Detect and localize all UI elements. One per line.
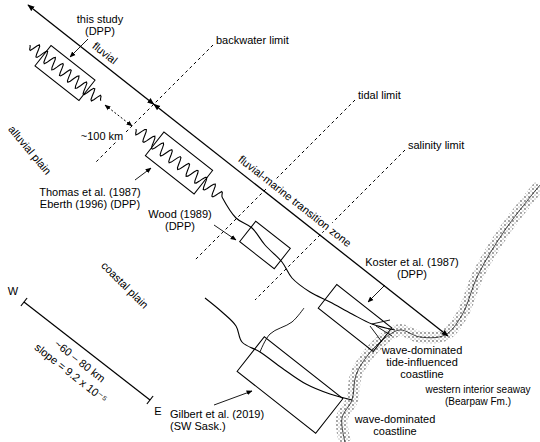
rivers [30,45,395,400]
fluvial-arrow [28,5,154,104]
distributary-channel [372,320,390,324]
leader-arrow [214,225,236,240]
transition-arrow [154,104,448,336]
zone-label: fluvial-marine transition zone [235,152,356,250]
leader-arrow [368,285,385,302]
leader-arrow [214,391,252,405]
study-box [240,221,291,269]
direction-label: E [154,405,161,417]
region-label: alluvial plain [6,123,54,177]
river-channel [30,45,101,101]
sea-label: western interior seaway (Bearpaw Fm.) [419,384,537,408]
direction-label: W [8,285,18,297]
study-label: Gilbert et al. (2019) (SW Sask.) [170,408,280,432]
gap-arrow [105,105,132,126]
coastline-stipple [342,185,540,442]
study-label: this study (DPP) [69,13,131,37]
study-box [318,285,392,352]
leader-arrow [135,168,151,180]
scale-tick [147,396,153,404]
zone-label: fluvial [90,40,120,67]
region-label: coastal plain [99,259,151,311]
scale-tick [21,298,27,306]
study-label: Thomas et al. (1987) Eberth (1996) (DPP) [36,186,144,210]
study-box [145,132,212,194]
study-label: Wood (1989) (DPP) [145,208,215,232]
coast-label: wave-dominated tide-influenced coastline [377,344,467,380]
river-channel [136,129,223,197]
distributary-channel [370,326,382,342]
distance-label: ~100 km [79,130,126,142]
river-channel [205,298,352,400]
river-channel [260,308,304,352]
study-label: Koster et al. (1987) (DPP) [360,256,465,280]
limit-label: salinity limit [408,139,464,151]
limit-label: tidal limit [358,89,401,101]
leader-arrow [70,39,88,57]
coast-label: wave-dominated coastline [352,413,438,437]
limit-label: backwater limit [216,34,289,46]
study-box [35,45,95,100]
coastline [342,185,540,442]
